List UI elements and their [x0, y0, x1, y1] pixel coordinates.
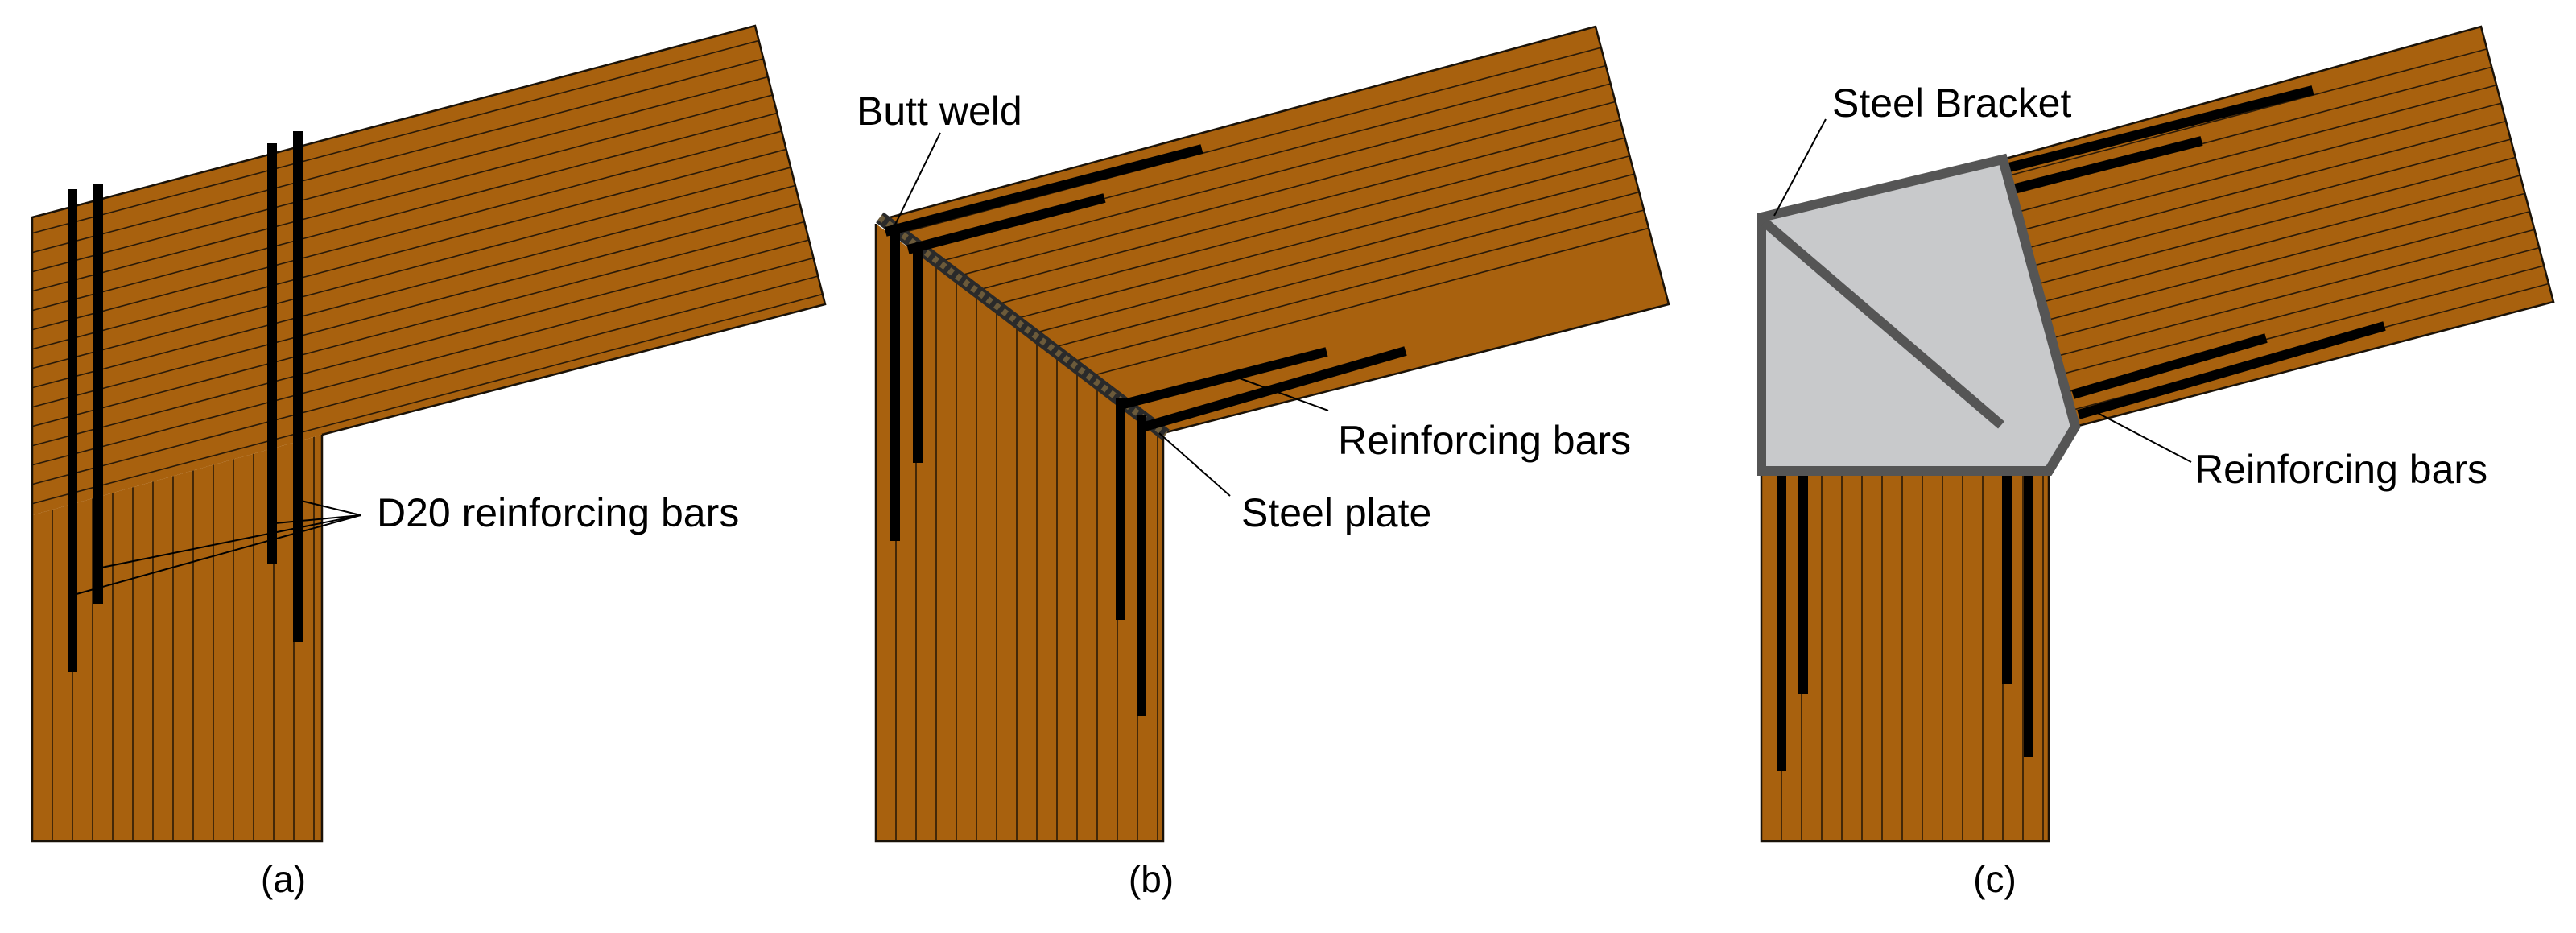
lamella-line	[884, 64, 1669, 281]
bars-leader-lines	[76, 500, 361, 595]
column-member	[32, 435, 322, 841]
rebar	[2077, 321, 2386, 419]
panel-caption: (a)	[261, 858, 306, 900]
lamella-line	[32, 76, 825, 296]
lamella-line	[32, 173, 825, 393]
reinforcing-bars	[884, 144, 1407, 716]
panel-caption: (c)	[1973, 858, 2017, 900]
reinforcing-bars	[1777, 85, 2386, 771]
lamella-line	[884, 122, 1669, 339]
reinforcing-bars	[68, 131, 303, 672]
lamella-line	[32, 212, 825, 431]
rebar	[2001, 85, 2314, 174]
leader-lines	[1773, 118, 2192, 463]
bars-label: D20 reinforcing bars	[377, 490, 739, 535]
column-member	[876, 224, 1163, 841]
lamella-line	[2003, 239, 2553, 394]
rebar	[2011, 136, 2203, 194]
lamella-line	[2003, 27, 2553, 182]
lamella-line	[2003, 123, 2553, 279]
leader-lines	[893, 132, 1329, 497]
lamella-line	[2003, 104, 2553, 259]
lamella-line	[2003, 65, 2553, 221]
lamella-line	[2003, 142, 2553, 298]
lamella-line	[32, 250, 825, 470]
panel-caption: (b)	[1129, 858, 1174, 900]
member-outline	[1760, 25, 2555, 843]
lamella-line	[2003, 220, 2553, 375]
column-member	[1761, 471, 2049, 841]
beam-member	[2003, 27, 2553, 427]
panel-c: Steel Bracket Reinforcing bars (c)	[1757, 25, 2555, 900]
bracket-stiffener	[1761, 218, 2004, 429]
bars-label: Reinforcing bars	[1338, 418, 1631, 463]
member-outline	[874, 25, 1670, 843]
rebar	[1119, 347, 1328, 410]
lamella-line	[32, 289, 825, 509]
lamella-line	[32, 134, 825, 354]
beam-lamella-lines	[32, 26, 825, 515]
steel-plate-label: Steel plate	[1241, 490, 1431, 535]
lamella-line	[32, 270, 825, 489]
lamella-line	[884, 27, 1669, 242]
lamella-line	[32, 96, 825, 316]
rebar	[884, 144, 1203, 237]
lamella-line	[32, 231, 825, 451]
lamella-line	[2003, 85, 2553, 240]
member-outline	[31, 24, 827, 843]
lamella-line	[2003, 181, 2553, 336]
panel-a: D20 reinforcing bars (a)	[31, 24, 827, 900]
beam-lamella-lines	[884, 27, 1669, 433]
lamella-line	[32, 192, 825, 412]
beam-member	[32, 26, 825, 515]
butt-weld	[877, 214, 1168, 438]
rebar	[1143, 346, 1407, 431]
rebar	[2071, 333, 2268, 399]
lamella-line	[32, 26, 825, 238]
lamella-line	[884, 102, 1669, 320]
bars-label: Reinforcing bars	[2194, 447, 2487, 492]
lamella-line	[884, 83, 1669, 300]
lamella-line	[32, 154, 825, 374]
panel-b: Butt weld Reinforcing bars Steel plate (…	[857, 25, 1670, 900]
lamella-line	[2003, 162, 2553, 317]
steel-bracket	[1757, 153, 2081, 476]
lamella-line	[2003, 200, 2553, 356]
rebar	[906, 193, 1106, 254]
lamella-line	[32, 115, 825, 335]
steel-bracket-label: Steel Bracket	[1832, 81, 2071, 126]
butt-weld-label: Butt weld	[857, 89, 1022, 134]
lamella-line	[32, 38, 825, 258]
lamella-line	[32, 57, 825, 277]
beam-lamella-lines	[2003, 27, 2553, 427]
